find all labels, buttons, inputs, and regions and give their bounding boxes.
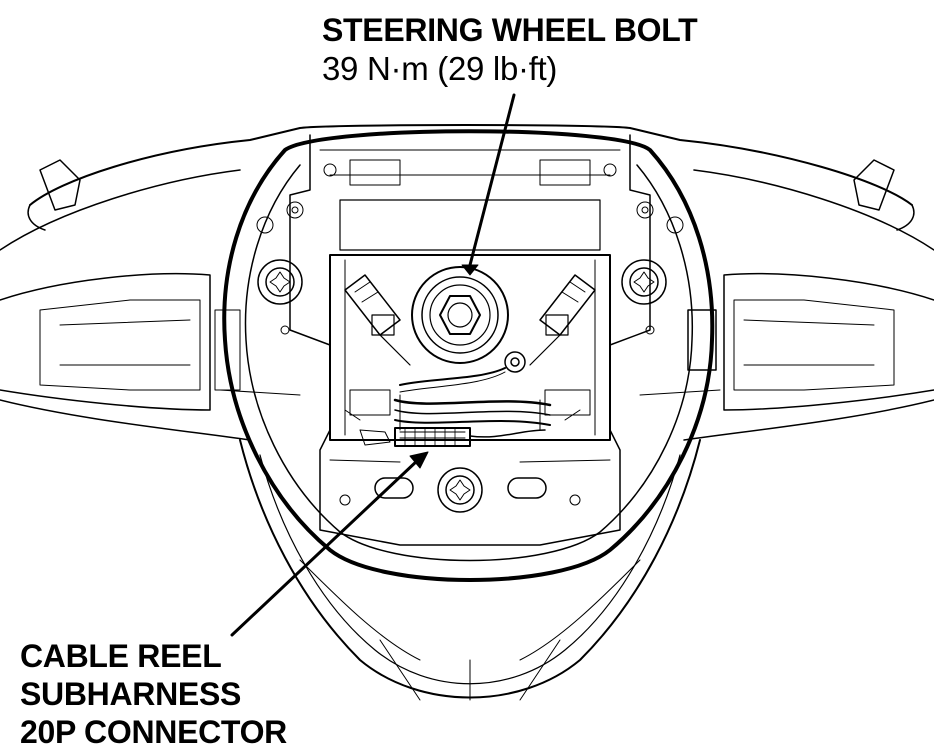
ground-terminal <box>399 351 526 393</box>
connector-leader-arrowhead <box>409 451 429 469</box>
steering-wheel-rim <box>0 124 934 701</box>
cable-reel-label-line3: 20P CONNECTOR <box>20 714 287 750</box>
hub-frame <box>214 134 721 546</box>
left-spoke <box>0 159 251 441</box>
bolt-leader-arrowhead <box>461 264 479 276</box>
cable-reel-harness <box>344 389 591 447</box>
20p-connector-body <box>394 427 471 447</box>
steering-wheel-bolt-label: STEERING WHEEL BOLT <box>322 12 698 48</box>
cable-reel-label-line1: CABLE REEL <box>20 638 222 674</box>
steering-wheel-bolt <box>411 266 509 364</box>
bolt-leader-line <box>468 93 516 267</box>
steering-wheel-bolt-torque: 39 N·m (29 lb·ft) <box>322 50 558 87</box>
cable-reel-label-line2: SUBHARNESS <box>20 676 242 712</box>
airbag-connectors <box>344 274 596 366</box>
lower-mounting <box>329 459 611 513</box>
side-mounting-bolts <box>257 259 667 305</box>
hub-housing <box>222 129 715 582</box>
connector-leader-line <box>230 458 420 637</box>
right-spoke <box>683 159 934 441</box>
leader-lines <box>230 93 516 637</box>
